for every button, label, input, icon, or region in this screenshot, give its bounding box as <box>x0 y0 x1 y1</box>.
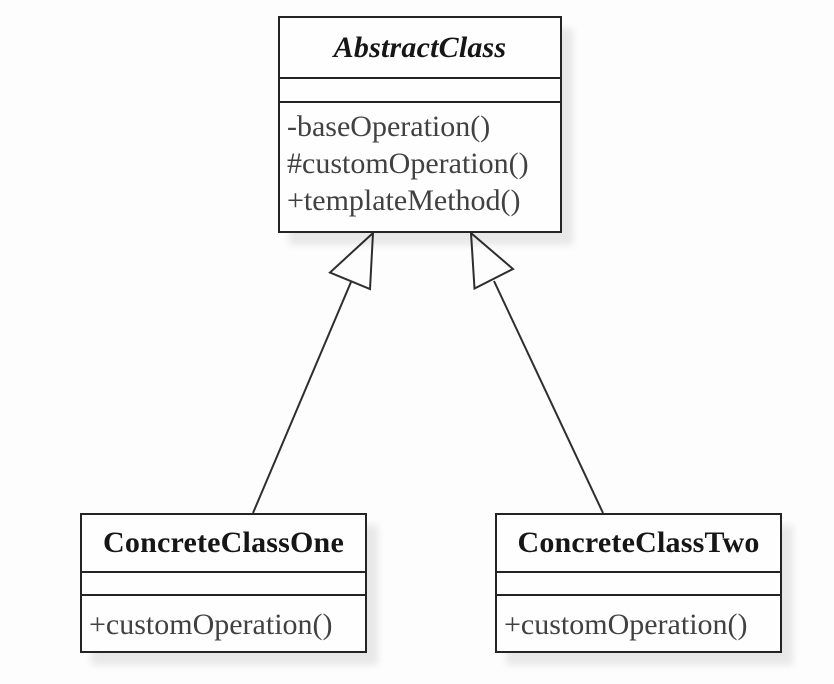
methods-compartment: +customOperation() <box>82 596 365 651</box>
class-box-concreteclasstwo[interactable]: ConcreteClassTwo +customOperation() <box>495 513 782 653</box>
methods-compartment: -baseOperation() #customOperation() +tem… <box>280 103 560 231</box>
generalization-line <box>493 280 604 514</box>
class-name-concreteclasstwo: ConcreteClassTwo <box>497 515 780 573</box>
generalization-arrow-concreteclassone-to-abstractclass <box>252 230 375 514</box>
methods-compartment: +customOperation() <box>497 596 780 651</box>
attributes-compartment <box>82 573 365 596</box>
method-item: +customOperation() <box>89 608 333 641</box>
method-item: +templateMethod() <box>287 184 521 217</box>
class-name-concreteclassone: ConcreteClassOne <box>82 515 365 573</box>
method-item: +customOperation() <box>504 608 748 641</box>
hollow-triangle-arrowhead-icon <box>328 230 375 291</box>
method-item: -baseOperation() <box>287 110 491 143</box>
method-item: #customOperation() <box>287 147 529 180</box>
hollow-triangle-arrowhead-icon <box>469 230 515 291</box>
class-name-abstractclass: AbstractClass <box>280 18 560 79</box>
generalization-arrow-concreteclasstwo-to-abstractclass <box>469 230 604 514</box>
attributes-compartment <box>497 573 780 596</box>
class-box-concreteclassone[interactable]: ConcreteClassOne +customOperation() <box>80 513 367 653</box>
generalization-line <box>252 281 352 514</box>
attributes-compartment <box>280 79 560 103</box>
class-box-abstractclass[interactable]: AbstractClass -baseOperation() #customOp… <box>278 16 562 233</box>
